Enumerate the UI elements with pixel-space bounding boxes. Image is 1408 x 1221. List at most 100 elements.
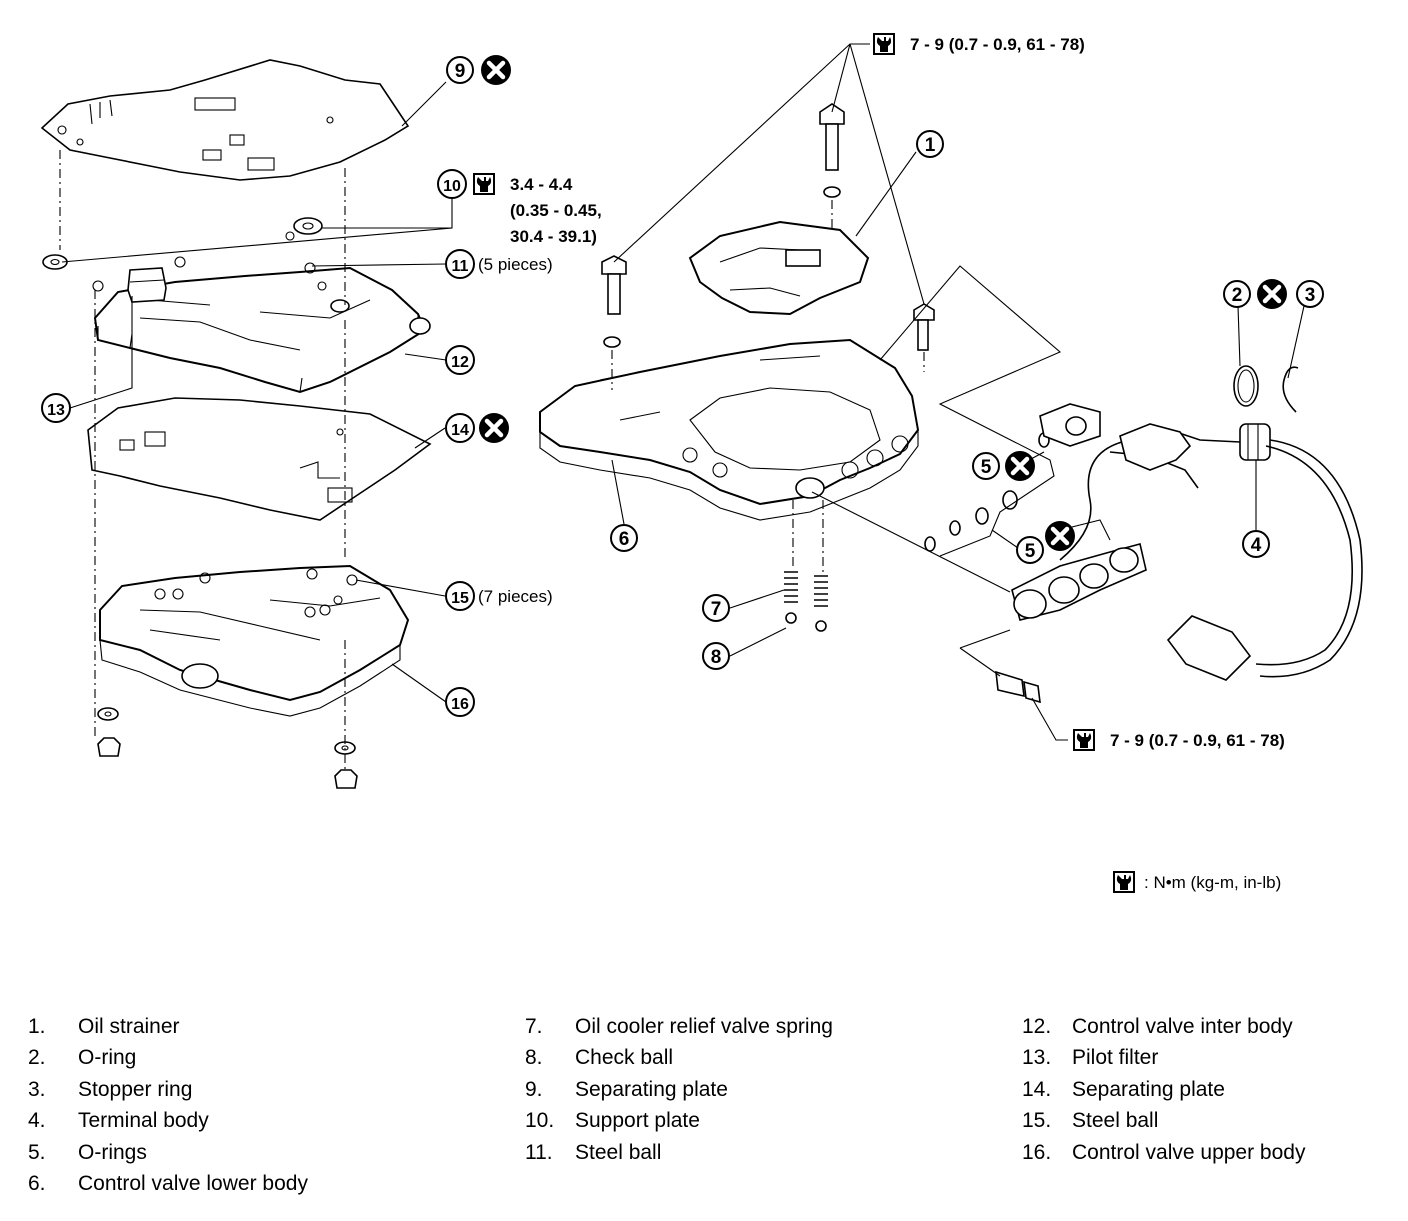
parts-list-item: 3.Stopper ring	[28, 1074, 308, 1105]
svg-text:12: 12	[451, 354, 469, 371]
callout-2: 2	[1223, 280, 1251, 308]
svg-text:7: 7	[711, 599, 722, 620]
torque-bolt-bottom: 7 - 9 (0.7 - 0.9, 61 - 78)	[1110, 731, 1285, 750]
units-legend: : N•m (kg-m, in-lb)	[1144, 873, 1281, 892]
parts-list-number: 3.	[28, 1077, 46, 1101]
parts-list-item: 5.O-rings	[28, 1137, 308, 1168]
assembly-lines-right	[611, 200, 1062, 677]
parts-list-number: 15.	[1022, 1109, 1052, 1133]
parts-list-name: O-rings	[78, 1140, 147, 1164]
callout-6: 6	[610, 524, 638, 552]
callout-5a: 5	[972, 452, 1000, 480]
callout-3: 3	[1296, 280, 1324, 308]
parts-list-number: 2.	[28, 1046, 46, 1070]
parts-list-item: 8.Check ball	[525, 1042, 833, 1073]
parts-list-name: Control valve upper body	[1072, 1140, 1306, 1164]
leader-lines	[61, 43, 1305, 741]
parts-list-item: 13.Pilot filter	[1022, 1042, 1305, 1073]
svg-text:16: 16	[451, 696, 469, 713]
callout-14: 14	[445, 413, 475, 443]
svg-text:1: 1	[925, 135, 936, 156]
parts-list-name: Pilot filter	[1072, 1046, 1159, 1070]
callout-7: 7	[702, 594, 730, 622]
parts-list-item: 15. Steel ball	[1022, 1105, 1305, 1136]
parts-list-number: 1.	[28, 1015, 46, 1038]
parts-list-item: 4. Terminal body	[28, 1105, 308, 1136]
separating-plate-14	[87, 397, 432, 521]
parts-list-name: Steel ball	[1072, 1109, 1159, 1133]
torque-support-plate-line1: 3.4 - 4.4	[510, 175, 573, 194]
control-valve-inter-body-12	[92, 231, 431, 394]
do-not-reuse-x-icon	[1257, 279, 1287, 309]
parts-list-item: 1. Oil strainer	[28, 1011, 308, 1042]
torque-support-plate-line2: (0.35 - 0.45,	[510, 201, 602, 220]
parts-list-item: 6. Control valve lower body	[28, 1168, 308, 1199]
pilot-filter-13	[127, 267, 167, 303]
svg-text:9: 9	[455, 61, 466, 82]
callout-13: 13	[41, 393, 71, 423]
parts-list-item: 7.Oil cooler relief valve spring	[525, 1011, 833, 1042]
parts-list-name: Oil cooler relief valve spring	[575, 1015, 833, 1038]
svg-text:13: 13	[47, 402, 65, 419]
control-valve-lower-body-6	[539, 338, 920, 521]
callout-16: 16	[445, 687, 475, 717]
o-rings-5	[924, 432, 1050, 552]
svg-text:5: 5	[981, 457, 992, 478]
parts-list-item: 10.Support plate	[525, 1105, 833, 1136]
parts-list-name: Support plate	[575, 1109, 700, 1133]
do-not-reuse-x-icon	[481, 55, 511, 85]
callout-10: 10	[437, 169, 467, 199]
svg-text:10: 10	[443, 178, 461, 195]
parts-list-number: 11.	[525, 1140, 553, 1164]
parts-list-name: Separating plate	[575, 1077, 728, 1101]
svg-text:5: 5	[1025, 541, 1036, 562]
parts-list-column-3: 12. Control valve inter body 13.Pilot filt…	[1022, 1011, 1305, 1168]
svg-text:6: 6	[619, 529, 630, 550]
callout-1: 1	[916, 130, 944, 158]
do-not-reuse-x-icon	[1045, 521, 1075, 551]
pieces-note-15: (7 pieces)	[478, 587, 553, 606]
parts-list-name: O-ring	[78, 1046, 137, 1070]
parts-list-name: Control valve inter body	[1072, 1015, 1293, 1038]
pieces-note-11: (5 pieces)	[478, 255, 553, 274]
torque-bolts-top: 7 - 9 (0.7 - 0.9, 61 - 78)	[910, 35, 1085, 54]
parts-list-name: Terminal body	[78, 1109, 209, 1133]
nuts-and-washers	[97, 707, 358, 789]
svg-text:15: 15	[451, 590, 469, 607]
parts-list-number: 6.	[28, 1172, 46, 1196]
svg-text:3: 3	[1305, 285, 1316, 306]
torque-support-plate-line3: 30.4 - 39.1)	[510, 227, 597, 246]
control-valve-upper-body-16	[99, 564, 410, 717]
parts-list-column-1: 1. Oil strainer 2. O-ring 3.Stopper ring 4. Te…	[28, 1011, 308, 1199]
separating-plate-9	[40, 59, 410, 181]
bolts-top	[601, 103, 935, 351]
parts-list-name: Separating plate	[1072, 1077, 1225, 1101]
parts-list-item: 14.Separating plate	[1022, 1074, 1305, 1105]
parts-list-name: Oil strainer	[78, 1015, 180, 1038]
parts-list-number: 9.	[525, 1077, 543, 1101]
check-balls-8	[785, 612, 827, 632]
parts-list-number: 4.	[28, 1109, 46, 1133]
svg-text:4: 4	[1251, 535, 1262, 556]
parts-list-name: Check ball	[575, 1046, 674, 1070]
parts-list-item: 9. Separating plate	[525, 1074, 833, 1105]
parts-list-number: 16.	[1022, 1140, 1052, 1164]
callout-12: 12	[445, 345, 475, 375]
torque-wrench-icon	[473, 173, 495, 195]
parts-list-name: Control valve lower body	[78, 1172, 308, 1196]
solenoid-valves	[1011, 519, 1147, 621]
svg-text:2: 2	[1232, 285, 1243, 306]
terminal-body-4	[1039, 403, 1363, 681]
callout-8: 8	[702, 642, 730, 670]
parts-list-item: 11.Steel ball	[525, 1137, 833, 1168]
callout-11: 11	[445, 249, 475, 279]
torque-wrench-icon	[1073, 729, 1095, 751]
bolt-bottom	[995, 670, 1041, 704]
relief-springs-7	[784, 571, 828, 607]
svg-text:8: 8	[711, 647, 722, 668]
callout-9: 9	[446, 56, 474, 84]
parts-list-number: 12.	[1022, 1015, 1052, 1038]
